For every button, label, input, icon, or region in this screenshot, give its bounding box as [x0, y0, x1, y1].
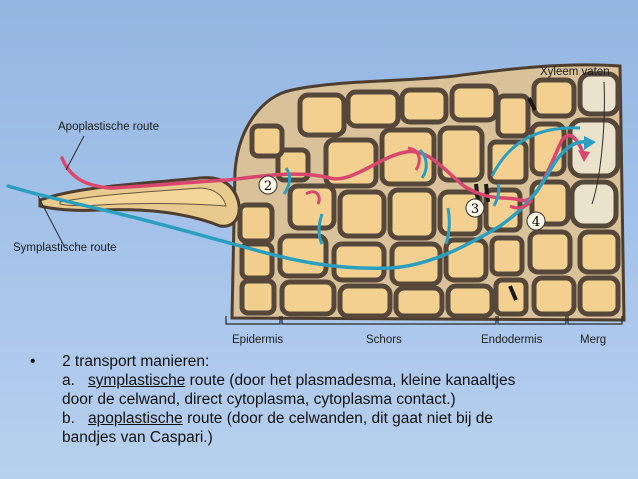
bullet-list: • 2 transport manieren: a. symplastische …	[30, 352, 630, 447]
bullet-heading: 2 transport manieren:	[62, 353, 210, 370]
svg-text:2: 2	[264, 179, 272, 194]
endodermis-label: Endodermis	[481, 334, 543, 346]
route-a-term: symplastische	[88, 372, 186, 389]
loop-arrows-blue	[282, 148, 501, 245]
root-cross-section-diagram: 2 3 4	[6, 63, 626, 325]
epidermis-label: Epidermis	[232, 334, 284, 346]
marker-2: 2	[258, 175, 278, 195]
symplastic-label: Symplastische route	[13, 242, 117, 254]
route-b-text: route (door de celwanden, dit gaat niet …	[182, 410, 494, 427]
marker-3: 3	[465, 198, 485, 218]
bullet-dot: •	[30, 353, 36, 370]
xylem-vessels	[567, 71, 621, 229]
cortex-label: Schors	[366, 334, 402, 346]
route-b-term: apoplastische	[88, 410, 183, 427]
symplastic-route-upper	[490, 126, 581, 177]
route-b-line1: b. apoplastische route (door de celwanden…	[30, 409, 630, 428]
pith-cells	[527, 77, 621, 317]
route-a-letter: a.	[62, 372, 75, 389]
pith-label: Merg	[580, 334, 607, 346]
route-a-text: route (door het plasmadesma, kleine kana…	[185, 372, 516, 389]
leader-lines	[37, 81, 605, 247]
route-a-line2: door de celwand, direct cytoplasma, cyto…	[62, 391, 456, 408]
cortex-cells	[277, 83, 499, 319]
apoplastic-arrowhead	[578, 150, 590, 162]
route-a-line1: a. symplastische route (door het plasmade…	[30, 371, 630, 390]
svg-text:3: 3	[471, 202, 479, 217]
xylem-label: Xyleem vaten	[540, 66, 610, 78]
symplastic-arrowhead	[584, 136, 596, 150]
svg-text:4: 4	[532, 215, 540, 230]
route-b-line2: bandjes van Caspari.)	[62, 429, 213, 446]
marker-4: 4	[526, 211, 546, 231]
symplastic-route	[6, 140, 590, 271]
loop-arrows-pink	[305, 146, 534, 210]
bullet-item: • 2 transport manieren:	[30, 352, 630, 371]
apoplastic-label: Apoplastische route	[58, 121, 160, 133]
tissue-brackets	[225, 316, 623, 325]
route-b-letter: b.	[62, 410, 75, 427]
